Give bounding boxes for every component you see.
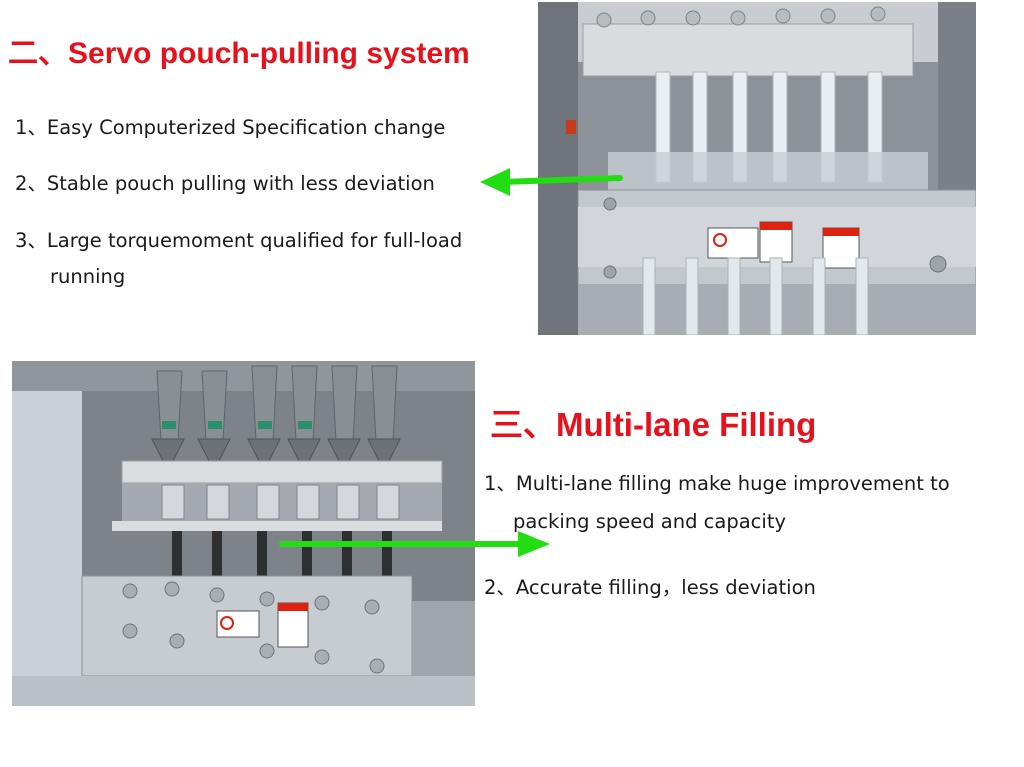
filling-item-1-continued: packing speed and capacity: [513, 510, 787, 533]
filling-section-heading: 三、Multi-lane Filling: [490, 406, 817, 443]
filling-item-1: 1、Multi-lane filling make huge improveme…: [484, 472, 950, 495]
servo-item-1: 1、Easy Computerized Specification change: [15, 116, 446, 139]
servo-machine-photo: [538, 2, 976, 335]
servo-item-2: 2、Stable pouch pulling with less deviati…: [15, 172, 435, 195]
arrow-left-icon: [480, 168, 623, 196]
arrow-right-icon: [279, 531, 550, 557]
servo-item-3-continued: running: [50, 265, 126, 288]
filling-item-2: 2、Accurate filling，less deviation: [484, 576, 816, 599]
servo-item-3: 3、Large torquemoment qualified for full-…: [15, 229, 463, 252]
filling-machine-photo: [12, 361, 475, 706]
servo-section-heading: 二、Servo pouch-pulling system: [8, 37, 470, 70]
